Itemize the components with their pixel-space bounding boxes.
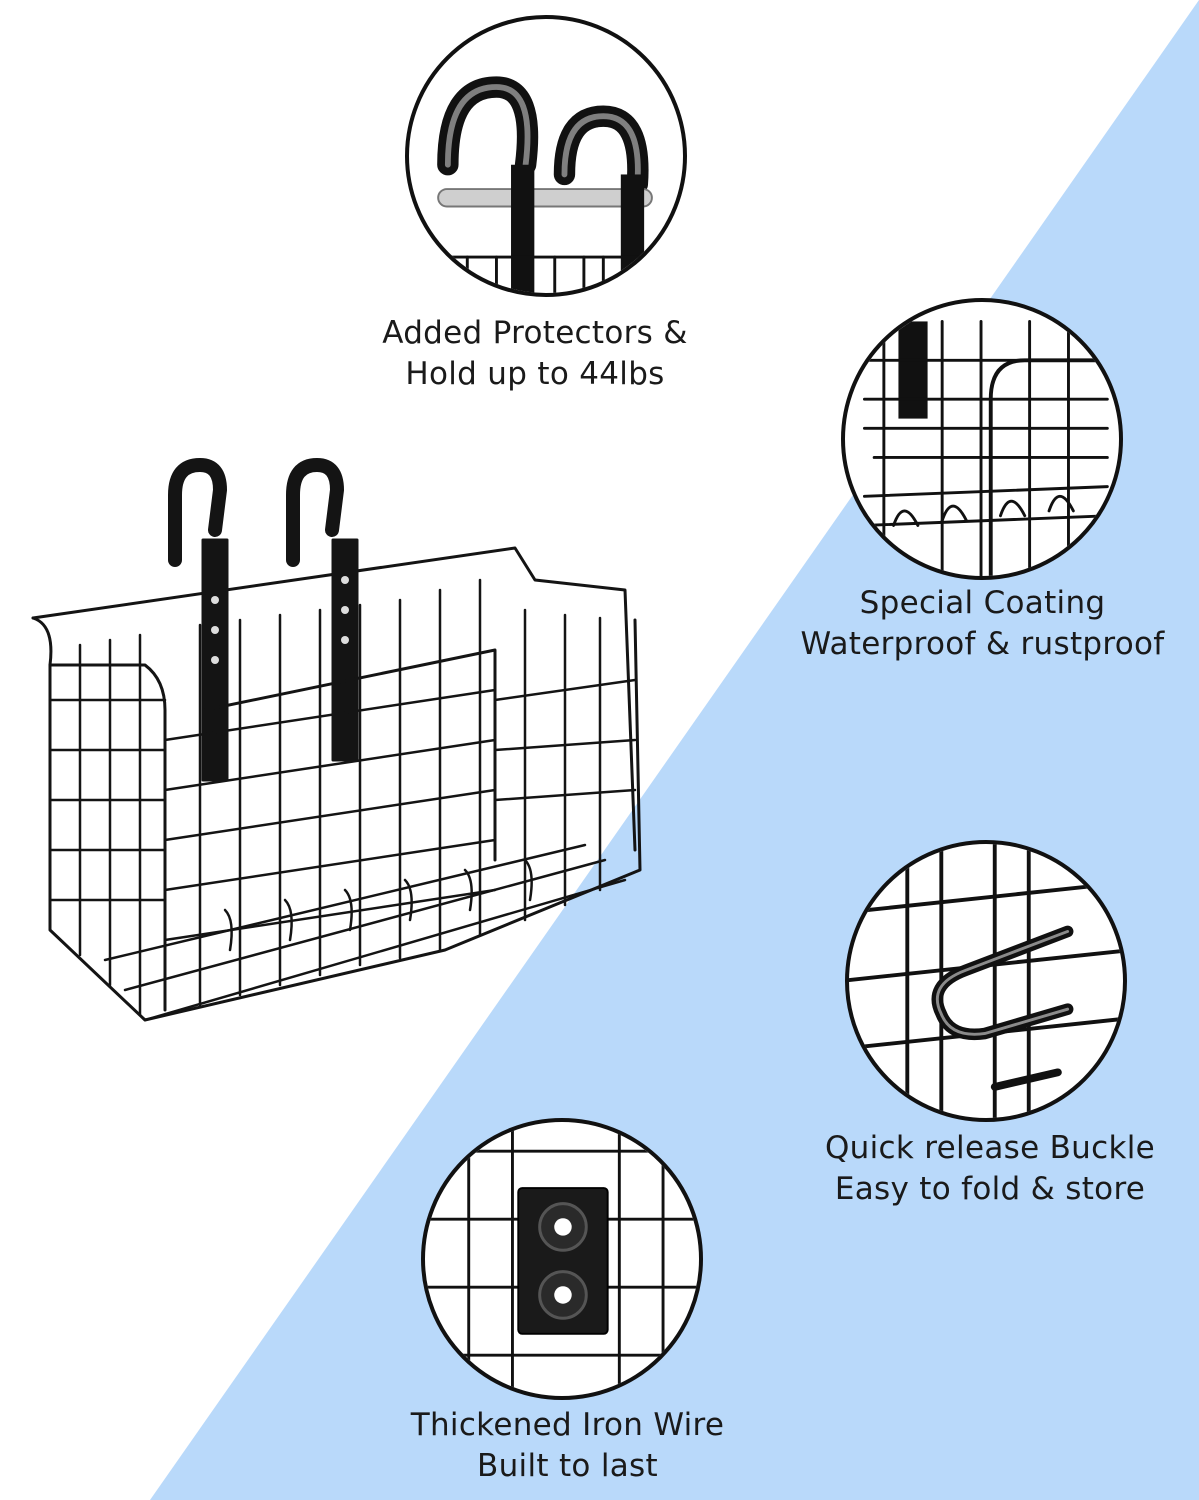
wire-grid-icon	[862, 319, 1110, 576]
protector-callout	[405, 15, 687, 297]
plate-icon	[425, 1122, 699, 1396]
buckle-icon	[849, 844, 1123, 1118]
coating-subtitle: Waterproof & rustproof	[800, 626, 1165, 663]
coating-title: Special Coating	[859, 585, 1106, 621]
wire-callout	[421, 1118, 703, 1400]
buckle-title: Quick release Buckle	[824, 1130, 1155, 1166]
wire-caption: Thickened Iron Wire Built to last	[395, 1405, 740, 1487]
folding-basket-icon	[31, 458, 642, 1022]
buckle-callout	[845, 840, 1127, 1122]
hook-protector-icon	[437, 76, 654, 293]
protector-title: Added Protectors &	[382, 315, 688, 351]
wire-subtitle: Built to last	[477, 1448, 658, 1485]
buckle-caption: Quick release Buckle Easy to fold & stor…	[810, 1128, 1170, 1210]
coating-caption: Special Coating Waterproof & rustproof	[790, 583, 1175, 665]
coating-callout	[841, 298, 1123, 580]
protector-caption: Added Protectors & Hold up to 44lbs	[370, 313, 700, 395]
buckle-subtitle: Easy to fold & store	[834, 1171, 1146, 1208]
wire-title: Thickened Iron Wire	[410, 1407, 725, 1443]
protector-subtitle: Hold up to 44lbs	[405, 356, 665, 393]
